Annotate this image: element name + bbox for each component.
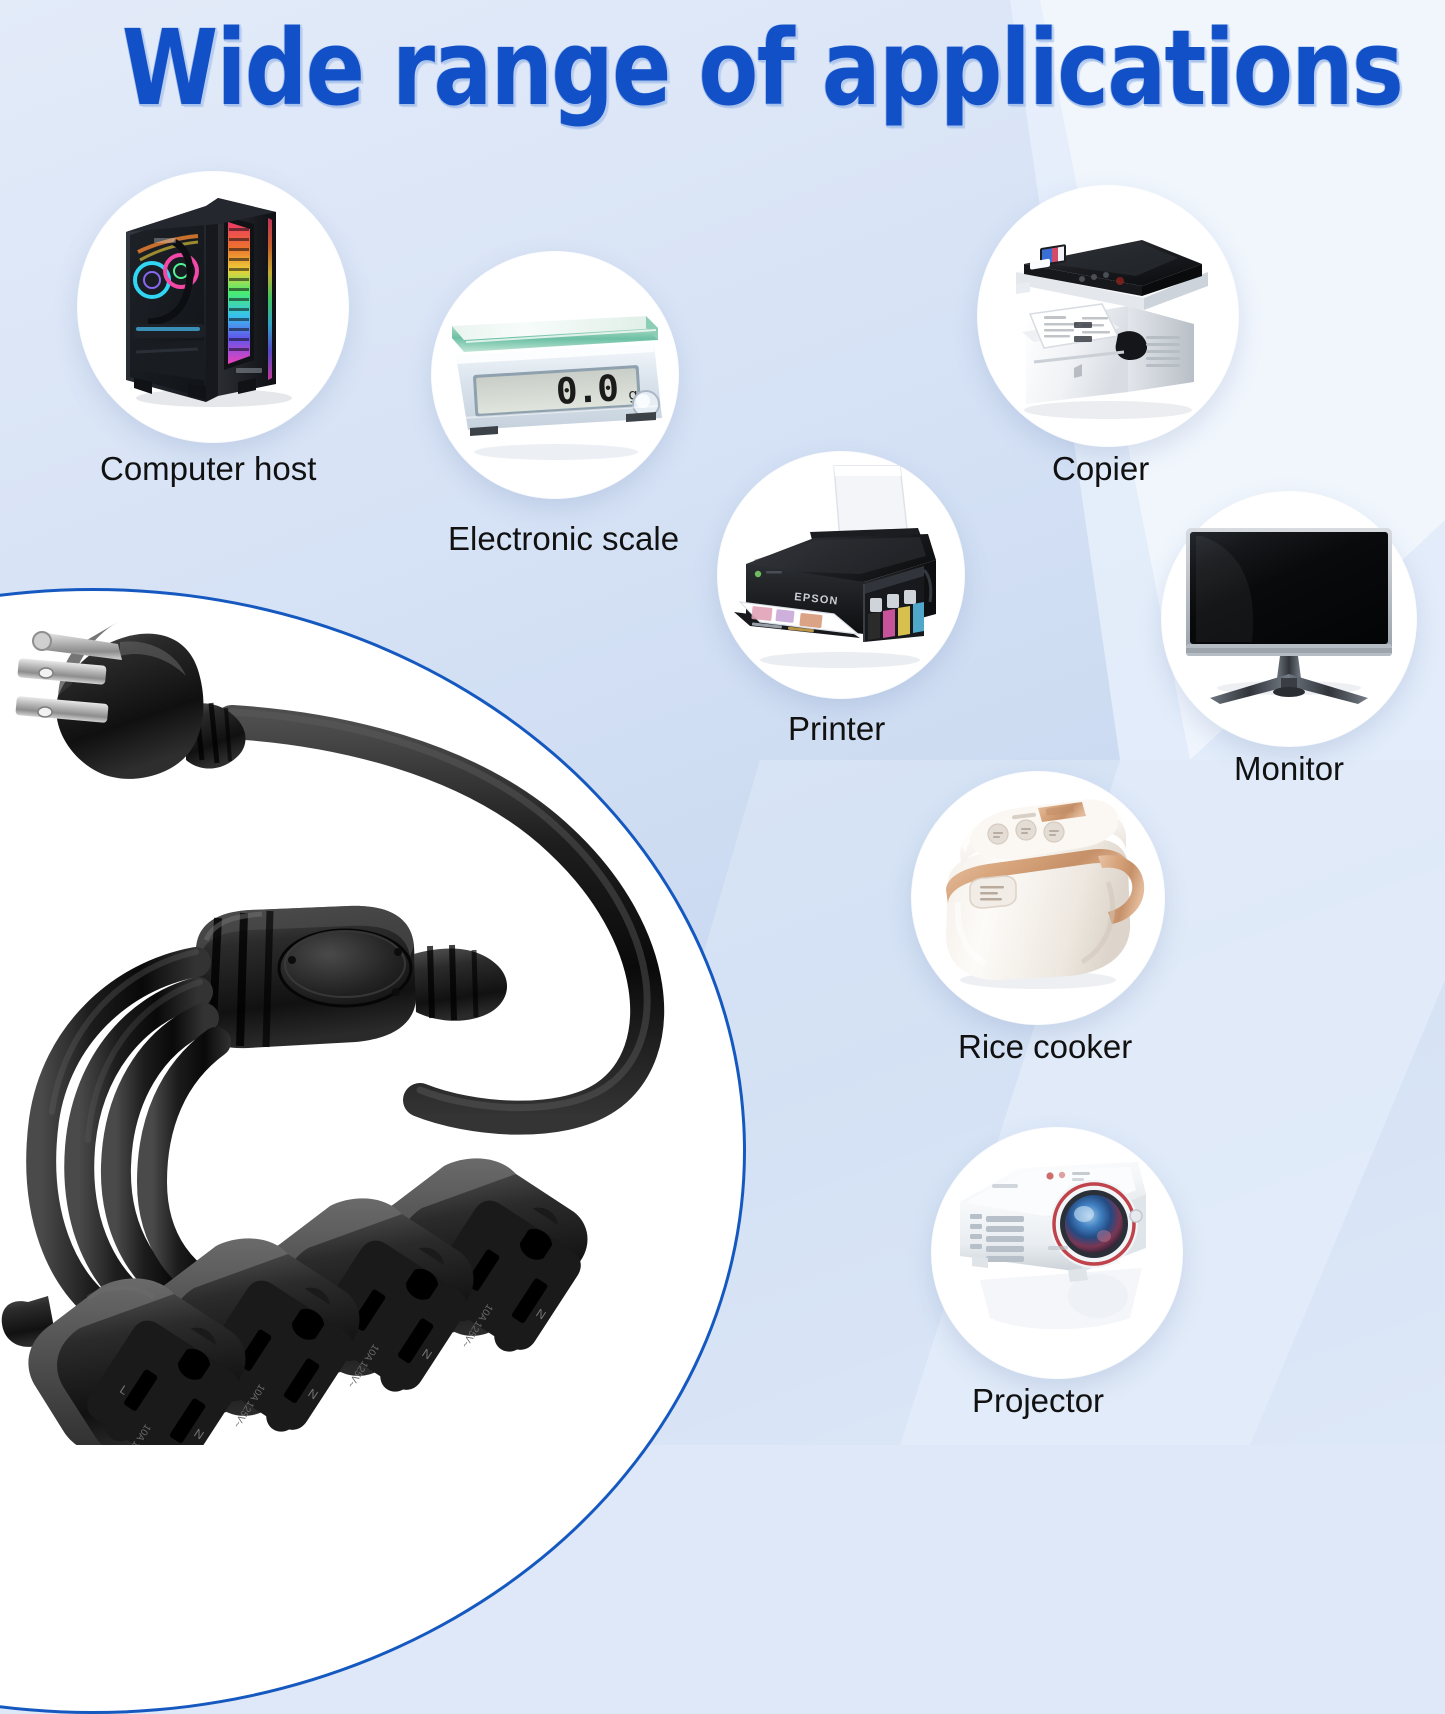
application-label-projector: Projector	[972, 1382, 1105, 1419]
outlet-receptacle-3: L N 10A 125V~	[256, 1198, 474, 1392]
projector-lens	[1050, 1180, 1138, 1268]
header: Wide range of applications	[0, 7, 1445, 129]
application-circle-copier	[978, 186, 1238, 446]
power-splitter-cable-illustration: L N 10A 125V~ L N 10A 125V~	[1, 622, 665, 1445]
application-label-printer: Printer	[788, 710, 886, 747]
inkjet-printer-icon: EPSON	[734, 465, 936, 668]
application-circle-projector	[932, 1128, 1182, 1378]
plug-blade-pin-2	[15, 696, 109, 723]
application-circle-electronic-scale: 0.0 g	[432, 252, 678, 498]
page-title: Wide range of applications	[121, 7, 1404, 129]
plug-blade-pin-1	[17, 658, 107, 685]
multifunction-copier-icon	[1016, 240, 1208, 419]
splitter-junction-block	[194, 905, 508, 1049]
video-projector-icon	[960, 1162, 1146, 1330]
printer-brand-mark: EPSON	[794, 591, 840, 608]
application-circle-computer-host	[78, 172, 348, 442]
svg-text:g: g	[628, 385, 639, 404]
application-circle-monitor	[1162, 492, 1416, 746]
scale-display-value: 0.0 g	[555, 368, 639, 413]
application-circle-printer: EPSON	[718, 452, 964, 698]
rice-cooker-icon	[946, 799, 1145, 989]
application-label-electronic-scale: Electronic scale	[448, 520, 680, 557]
application-label-monitor: Monitor	[1234, 750, 1345, 787]
lcd-monitor-icon	[1186, 528, 1392, 704]
application-label-copier: Copier	[1052, 450, 1150, 487]
desktop-pc-tower-icon	[126, 198, 292, 407]
branch-cables	[26, 947, 247, 1331]
kitchen-scale-icon: 0.0 g	[452, 316, 662, 460]
nema-5-15p-plug	[15, 622, 246, 779]
application-label-rice-cooker: Rice cooker	[958, 1028, 1133, 1065]
junction-cap	[277, 928, 413, 1008]
outlet-receptacle-1: L N 10A 125V~	[1, 1278, 246, 1445]
svg-text:0.0: 0.0	[555, 368, 619, 413]
application-label-computer-host: Computer host	[100, 450, 317, 487]
application-circle-rice-cooker	[912, 772, 1164, 1024]
plug-ground-pin	[32, 631, 122, 660]
